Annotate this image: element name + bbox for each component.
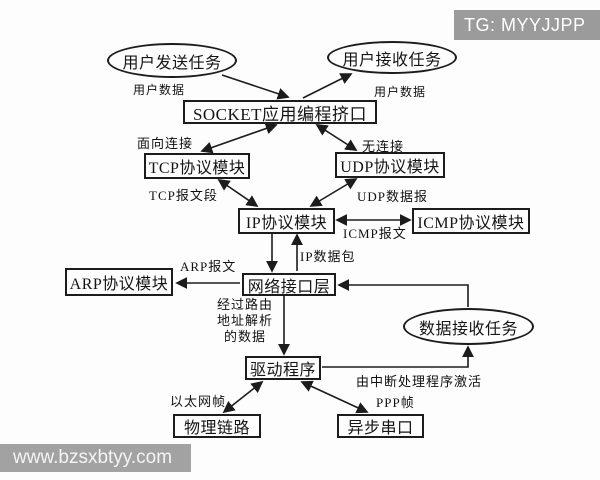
edge-label-icmp-packet: ICMP报文	[343, 226, 407, 241]
node-udp-module: UDP协议模块	[335, 152, 445, 178]
edge-driver-datareceive	[322, 345, 474, 368]
edge-driver-serial	[300, 380, 369, 414]
edge-driver-physical	[222, 380, 264, 414]
edge-socket-userreceive	[302, 73, 353, 99]
node-user-receive-task: 用户接收任务	[327, 41, 457, 74]
edge-socket-udp	[315, 124, 358, 151]
node-network-interface-layer: 网络接口层	[242, 273, 336, 296]
node-data-receive-task: 数据接收任务	[403, 308, 534, 345]
edge-label-ip-packet: IP数据包	[300, 249, 356, 264]
node-async-serial-port: 异步串口	[337, 414, 424, 438]
edge-label-route-line1: 经过路由	[216, 297, 273, 312]
node-socket-api: SOCKET应用编程挤口	[183, 100, 377, 124]
edge-label-interrupt-activated: 由中断处理程序激活	[356, 374, 483, 389]
edge-tcp-ip	[217, 178, 259, 208]
edge-label-ethernet-frame: 以太网帧	[170, 394, 227, 409]
edge-label-user-data-left: 用户数据	[133, 83, 186, 97]
edge-udp-ip	[309, 178, 358, 207]
tg-badge: TG: MYYJJPP	[454, 10, 600, 40]
edge-label-route-line2: 地址解析	[216, 313, 273, 328]
node-ip-module: IP协议模块	[238, 208, 335, 234]
node-arp-module: ARP协议模块	[65, 268, 173, 296]
node-user-send-task: 用户发送任务	[107, 43, 237, 78]
edge-label-route-line3: 的数据	[223, 329, 266, 344]
edge-label-route-resolved-data: 经过路由 地址解析 的数据	[209, 297, 281, 345]
node-physical-link: 物理链路	[173, 414, 261, 438]
edge-label-udp-datagram: UDP数据报	[357, 189, 429, 204]
edge-label-tcp-segment: TCP报文段	[149, 188, 218, 203]
edge-socket-tcp	[200, 122, 278, 154]
edge-label-arp-packet: ARP报文	[180, 259, 237, 274]
node-driver: 驱动程序	[245, 356, 321, 380]
edge-usersend-socket	[221, 74, 290, 100]
node-tcp-module: TCP协议模块	[144, 153, 250, 179]
watermark: www.bzsxbtyy.com	[0, 444, 191, 472]
edge-label-connectionless: 无连接	[362, 139, 405, 154]
node-icmp-module: ICMP协议模块	[412, 208, 530, 234]
edge-label-connection-oriented: 面向连接	[137, 136, 194, 151]
edge-label-ppp-frame: PPP帧	[376, 395, 415, 410]
edge-label-user-data-right: 用户数据	[374, 85, 427, 99]
edge-datareceive-netif	[337, 279, 469, 307]
